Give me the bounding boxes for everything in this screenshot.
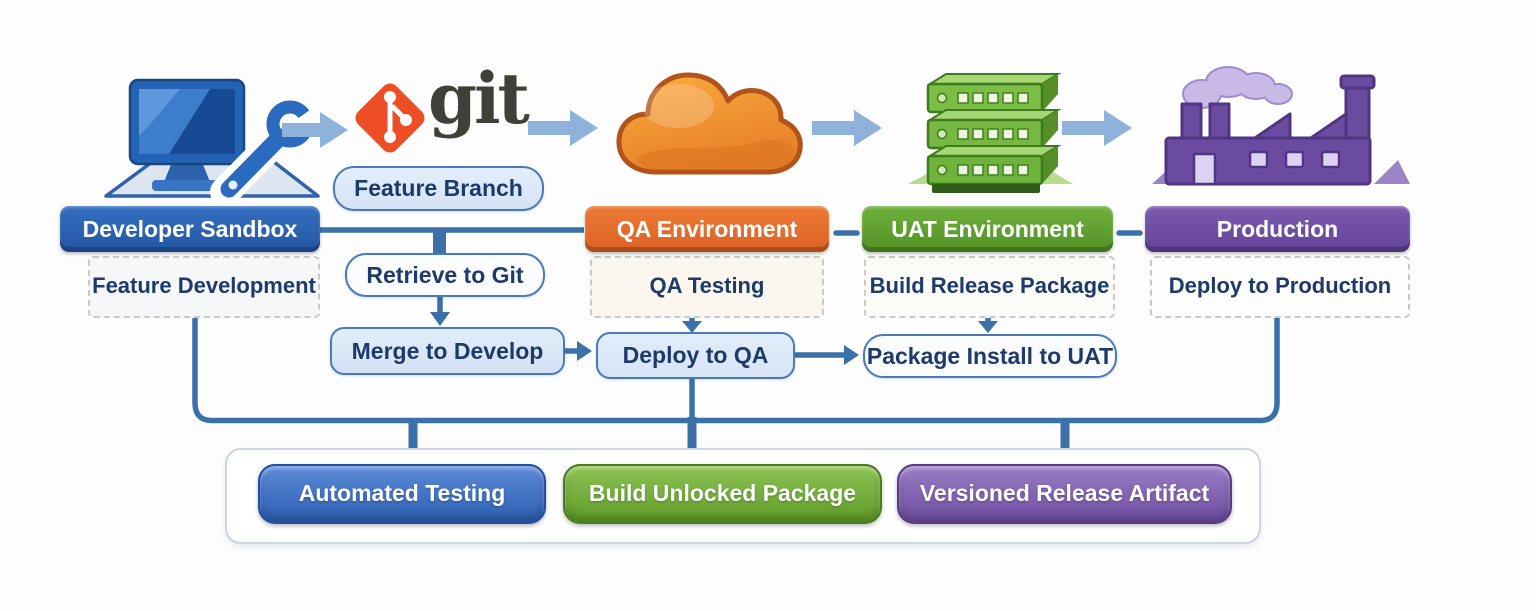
env-header-production: Production xyxy=(1145,206,1410,252)
env-header-developer-sandbox: Developer Sandbox xyxy=(60,206,320,252)
cloud-icon xyxy=(616,72,803,175)
activity-feature-development: Feature Development xyxy=(88,256,320,318)
arrow-right-icon xyxy=(812,110,882,146)
arrow-right-icon xyxy=(1062,110,1132,146)
arrow-right-icon xyxy=(528,110,598,146)
env-header-qa-environment: QA Environment xyxy=(585,206,829,252)
step-package-install-to-uat: Package Install to UAT xyxy=(863,334,1117,378)
server-stack-icon xyxy=(908,73,1073,193)
step-retrieve-to-git: Retrieve to Git xyxy=(345,253,545,297)
step-feature-branch: Feature Branch xyxy=(333,166,544,211)
step-deploy-to-qa: Deploy to QA xyxy=(596,332,795,379)
git-icon xyxy=(355,83,425,153)
arrow-right-icon xyxy=(282,112,348,148)
git-logo-text: git xyxy=(428,57,530,140)
computer-with-wrench-icon xyxy=(104,78,322,207)
activity-qa-testing: QA Testing xyxy=(590,256,824,318)
output-automated-testing: Automated Testing xyxy=(258,464,546,524)
env-header-uat-environment: UAT Environment xyxy=(862,206,1113,252)
output-versioned-release-artifact: Versioned Release Artifact xyxy=(897,464,1232,524)
activity-build-release-package: Build Release Package xyxy=(864,256,1115,318)
factory-icon xyxy=(1152,66,1410,186)
output-build-unlocked-package: Build Unlocked Package xyxy=(563,464,882,524)
activity-deploy-to-production: Deploy to Production xyxy=(1150,256,1410,318)
step-merge-to-develop: Merge to Develop xyxy=(330,327,565,375)
